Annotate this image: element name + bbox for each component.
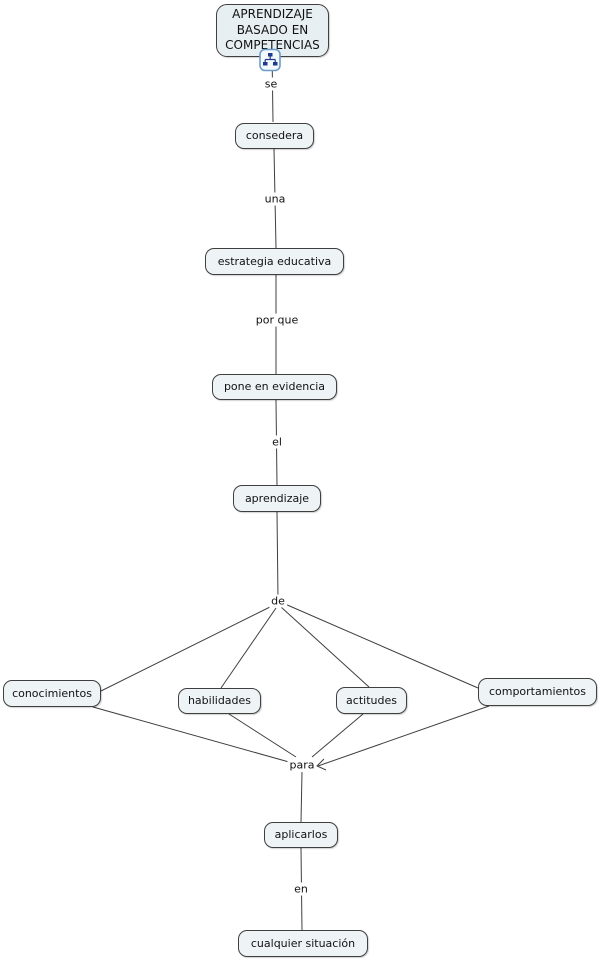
node-conocimientos[interactable]: conocimientos bbox=[3, 680, 101, 707]
node-pone-en-evidencia[interactable]: pone en evidencia bbox=[212, 374, 337, 400]
link-label-para[interactable]: para bbox=[287, 758, 317, 772]
link-label-de[interactable]: de bbox=[269, 594, 287, 608]
node-habilidades[interactable]: habilidades bbox=[178, 688, 261, 714]
arrowhead bbox=[316, 758, 327, 771]
node-estrategia-educativa[interactable]: estrategia educativa bbox=[205, 248, 344, 275]
node-cualquier-situacion[interactable]: cualquier situación bbox=[238, 930, 368, 957]
node-comportamientos[interactable]: comportamientos bbox=[478, 678, 597, 706]
link-label-una[interactable]: una bbox=[262, 192, 288, 206]
link-label-por-que[interactable]: por que bbox=[253, 313, 301, 327]
node-aplicarlos[interactable]: aplicarlos bbox=[264, 822, 338, 848]
node-consedera[interactable]: consedera bbox=[235, 123, 314, 149]
node-actitudes[interactable]: actitudes bbox=[336, 687, 407, 714]
node-aprendizaje-basado-en-competencias[interactable]: APRENDIZAJE BASADO EN COMPETENCIAS bbox=[216, 4, 329, 57]
link-label-el[interactable]: el bbox=[270, 435, 284, 449]
concept-map-icon[interactable] bbox=[259, 48, 281, 72]
node-aprendizaje[interactable]: aprendizaje bbox=[233, 485, 321, 512]
link-label-se[interactable]: se bbox=[262, 77, 280, 91]
link-label-en[interactable]: en bbox=[292, 882, 310, 896]
